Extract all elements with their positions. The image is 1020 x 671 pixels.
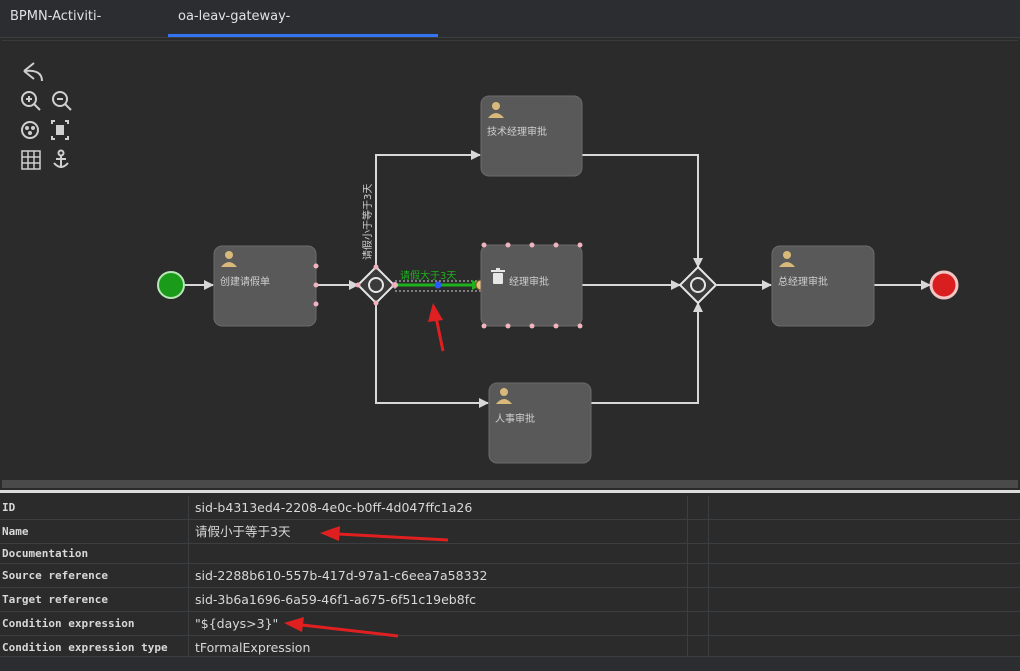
end-event[interactable] [929, 270, 959, 300]
grid-icon[interactable] [21, 150, 41, 170]
property-key: Source reference [2, 569, 108, 582]
task-general-manager[interactable]: 总经理审批 [771, 245, 875, 327]
task-tech-manager[interactable]: 技术经理审批 [480, 95, 583, 177]
zoom-in-icon[interactable] [21, 91, 41, 111]
task-label: 总经理审批 [778, 275, 828, 288]
property-extra [688, 520, 709, 543]
zoom-out-icon[interactable] [52, 91, 72, 111]
zoom-reset-icon[interactable] [21, 121, 39, 139]
editor-tabbar: BPMN-Activiti-Diagram oa-leav-gateway-in… [0, 0, 1020, 58]
undo-icon[interactable] [23, 62, 43, 82]
fit-view-icon[interactable] [51, 120, 69, 140]
user-icon [496, 388, 512, 404]
task-create-leave[interactable]: 创建请假单 [213, 245, 319, 327]
tab-bpmn-diagram[interactable]: BPMN-Activiti-Diagram [10, 9, 102, 58]
task-label: 技术经理审批 [487, 125, 547, 138]
properties-panel: ID sid-b4313ed4-2208-4e0c-b0ff-4d047ffc1… [0, 494, 1020, 660]
horizontal-scrollbar[interactable] [2, 480, 1018, 488]
diagram-canvas[interactable]: 请假大于3天 请假小于等于3天 [2, 40, 1018, 481]
diagram-svg: 请假大于3天 请假小于等于3天 [21, 62, 959, 464]
property-key: Condition expression [2, 617, 135, 630]
property-value[interactable]: sid-b4313ed4-2208-4e0c-b0ff-4d047ffc1a26 [188, 496, 688, 519]
task-label: 经理审批 [509, 275, 549, 288]
start-event[interactable] [157, 271, 185, 299]
property-value[interactable]: tFormalExpression [188, 636, 688, 659]
task-label: 创建请假单 [220, 275, 270, 288]
anchor-icon[interactable] [53, 149, 69, 169]
property-key: Target reference [2, 593, 108, 606]
property-row: Source reference sid-2288b610-557b-417d-… [0, 564, 1020, 588]
task-label: 人事审批 [495, 412, 535, 425]
delete-icon[interactable] [491, 268, 505, 284]
status-bar [0, 656, 1020, 671]
selected-sequence-flow[interactable]: 请假大于3天 [392, 269, 487, 292]
property-extra [688, 612, 709, 635]
property-extra [688, 636, 709, 659]
sequence-flows [185, 150, 931, 408]
property-extra [688, 496, 709, 519]
property-value[interactable]: sid-3b6a1696-6a59-46f1-a675-6f51c19eb8fc [188, 588, 688, 611]
inclusive-gateway-split[interactable] [355, 264, 397, 306]
property-extra [688, 588, 709, 611]
property-row: Target reference sid-3b6a1696-6a59-46f1-… [0, 588, 1020, 612]
property-row: Name 请假小于等于3天 [0, 520, 1020, 544]
annotation-arrow [428, 303, 445, 352]
property-row: Documentation [0, 544, 1020, 564]
property-value[interactable]: "${days>3}" [188, 612, 688, 635]
property-value[interactable]: 请假小于等于3天 [188, 520, 688, 543]
user-icon [221, 251, 237, 267]
property-row: ID sid-b4313ed4-2208-4e0c-b0ff-4d047ffc1… [0, 496, 1020, 520]
property-row: Condition expression "${days>3}" [0, 612, 1020, 636]
selected-flow-label: 请假大于3天 [400, 269, 456, 282]
property-extra [688, 564, 709, 587]
tab-bpmn-xml[interactable]: oa-leav-gateway-inclusive.bpmn20.xml [168, 0, 438, 58]
property-value[interactable]: sid-2288b610-557b-417d-97a1-c6eea7a58332 [188, 564, 688, 587]
task-hr[interactable]: 人事审批 [488, 382, 592, 464]
task-project-manager[interactable]: 经理审批 [480, 242, 583, 329]
property-key: Documentation [2, 547, 89, 560]
panel-splitter[interactable] [0, 490, 1020, 493]
condition-label: 请假小于等于3天 [361, 184, 374, 260]
property-key: ID [2, 501, 16, 514]
user-icon [488, 102, 504, 118]
inclusive-gateway-join[interactable] [678, 265, 718, 305]
property-key: Name [2, 525, 29, 538]
property-value[interactable] [188, 544, 688, 563]
user-icon [779, 251, 795, 267]
property-key: Condition expression type [2, 641, 168, 654]
property-extra [688, 544, 709, 563]
